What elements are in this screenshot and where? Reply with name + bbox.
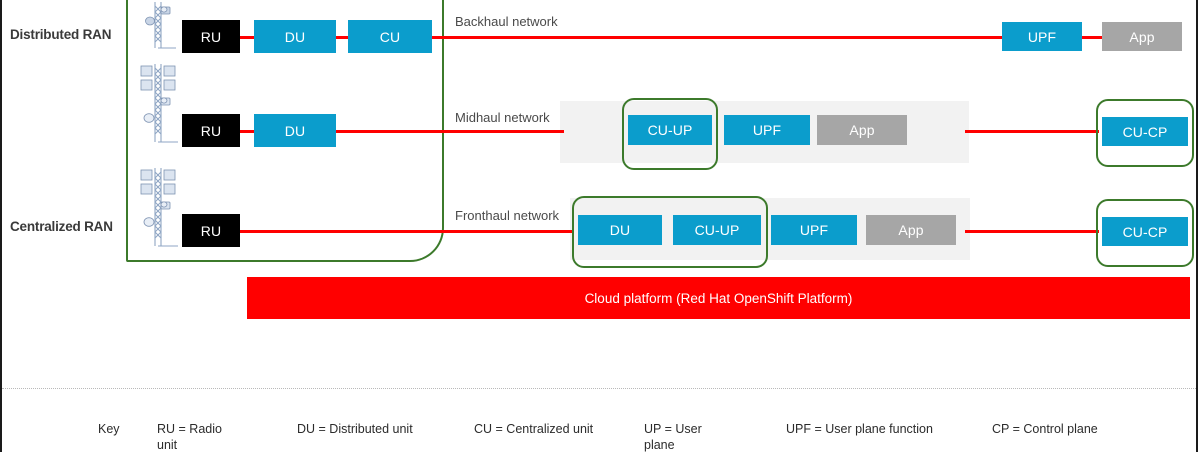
- node-du[interactable]: DU: [254, 20, 336, 53]
- node-cu-cp[interactable]: CU-CP: [1102, 117, 1188, 146]
- link-ru-du: [240, 130, 254, 133]
- cell-tower-icon: [138, 0, 186, 52]
- key-item-cu: CU = Centralized unit: [474, 422, 594, 436]
- key-item-cp: CP = Control plane: [992, 422, 1098, 436]
- network-label-backhaul: Backhaul network: [455, 14, 558, 29]
- node-cu-up[interactable]: CU-UP: [628, 115, 712, 145]
- key-item-upf: UPF = User plane function: [786, 422, 933, 436]
- link-upf-app: [1082, 36, 1102, 39]
- link-midhaul-to-cucp: [965, 130, 1099, 133]
- link-ru-du: [240, 36, 254, 39]
- link-fronthaul: [240, 230, 574, 233]
- row-label-centralized-ran: Centralized RAN: [10, 219, 113, 234]
- node-cu-up[interactable]: CU-UP: [673, 215, 761, 245]
- node-app[interactable]: App: [866, 215, 956, 245]
- node-ru[interactable]: RU: [182, 20, 240, 53]
- node-upf[interactable]: UPF: [1002, 22, 1082, 51]
- node-app[interactable]: App: [817, 115, 907, 145]
- node-du[interactable]: DU: [254, 114, 336, 147]
- cell-tower-icon: [132, 62, 188, 146]
- cloud-platform-bar: Cloud platform (Red Hat OpenShift Platfo…: [247, 277, 1190, 319]
- node-upf[interactable]: UPF: [724, 115, 810, 145]
- row-label-distributed-ran: Distributed RAN: [10, 27, 112, 42]
- key-divider: [2, 388, 1196, 389]
- node-ru[interactable]: RU: [182, 214, 240, 247]
- node-upf[interactable]: UPF: [771, 215, 857, 245]
- node-cu[interactable]: CU: [348, 20, 432, 53]
- key-item-ru: RU = Radio unit: [157, 422, 222, 452]
- node-cu-cp[interactable]: CU-CP: [1102, 217, 1188, 246]
- node-du[interactable]: DU: [578, 215, 662, 245]
- key-item-up: UP = User plane: [644, 422, 702, 452]
- node-ru[interactable]: RU: [182, 114, 240, 147]
- network-label-fronthaul: Fronthaul network: [455, 208, 560, 223]
- cell-tower-icon: [132, 166, 188, 250]
- key-item-du: DU = Distributed unit: [297, 422, 413, 436]
- node-app[interactable]: App: [1102, 22, 1182, 51]
- key-title: Key: [98, 422, 120, 436]
- link-du-cu: [336, 36, 348, 39]
- link-backhaul: [432, 36, 1004, 39]
- link-midhaul: [336, 130, 564, 133]
- link-fronthaul-to-cucp: [965, 230, 1099, 233]
- network-label-midhaul: Midhaul network: [455, 110, 550, 125]
